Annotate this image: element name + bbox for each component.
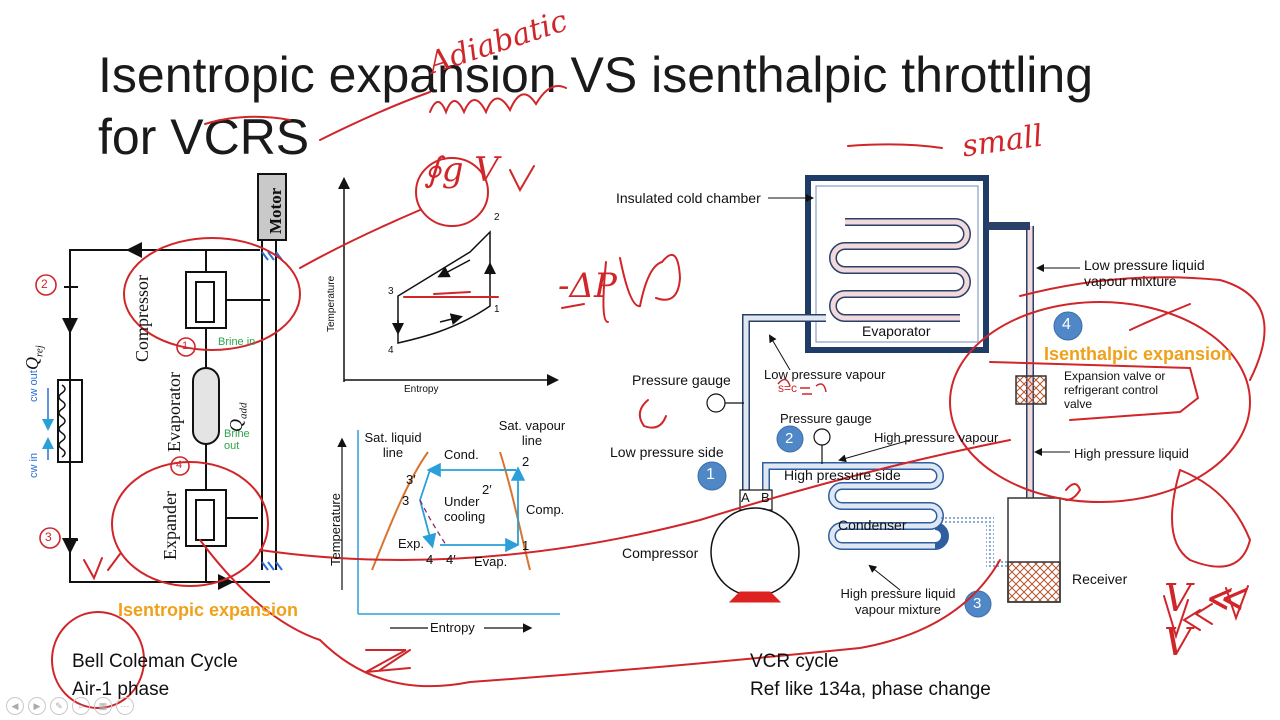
ratio-annotation: V ≪ V bbox=[1164, 576, 1244, 664]
delta-p-annotation: -ΔP bbox=[558, 266, 617, 306]
ts-air-point-2: 2 bbox=[494, 212, 500, 223]
ts-vcr-point-1: 1 bbox=[522, 538, 530, 553]
state-marker-3: 3 bbox=[973, 595, 982, 612]
brine-out-label: Brine out bbox=[224, 428, 250, 452]
state-number: 4 bbox=[176, 459, 183, 471]
isenthalpic-heading: Isenthalpic expansion bbox=[1044, 344, 1233, 364]
motor-label: Motor bbox=[262, 176, 286, 236]
zoom-button[interactable]: ⌕ bbox=[72, 697, 90, 715]
cw-out-label: cw out bbox=[28, 370, 40, 402]
sat-liquid-label: Sat. liquid line bbox=[364, 430, 422, 460]
q-rej-sub: rej bbox=[33, 345, 46, 357]
evaporator-label: Evaporator bbox=[862, 323, 931, 339]
ts-vcr-point-2p: 2′ bbox=[482, 482, 492, 497]
high-pressure-vapour-label: High pressure vapour bbox=[874, 430, 999, 445]
ts-vcr-xlabel: Entropy bbox=[430, 620, 475, 635]
exp-label: Exp. bbox=[398, 536, 425, 551]
ts-air-point-1: 1 bbox=[494, 304, 500, 315]
cond-label: Cond. bbox=[444, 447, 479, 462]
pressure-gauge-mid-label: Pressure gauge bbox=[780, 411, 872, 426]
red-ink-annotations bbox=[51, 85, 1266, 709]
cw-in-label: cw in bbox=[28, 452, 40, 478]
compressor-label: Compressor bbox=[132, 275, 152, 362]
more-options-button[interactable]: ⋯ bbox=[116, 697, 134, 715]
state-marker-4: 4 bbox=[1062, 316, 1071, 333]
ts-air-point-3: 3 bbox=[388, 286, 394, 297]
motor-text: Motor bbox=[266, 187, 285, 234]
low-pressure-side-label: Low pressure side bbox=[610, 444, 724, 460]
sat-vapour-label: Sat. vapour line bbox=[498, 418, 566, 448]
vcr-system bbox=[706, 175, 1080, 603]
lp-liquid-vapour-label: Low pressure liquid vapour mixture bbox=[1084, 257, 1205, 289]
s-c-annotation: s=c bbox=[778, 381, 798, 395]
q-rej-symbol: Q bbox=[22, 357, 42, 370]
q-rej-label: Qrej bbox=[22, 345, 46, 370]
ts-vcr-ylabel: Temperature bbox=[328, 493, 343, 566]
bell-coleman-schematic bbox=[57, 173, 287, 590]
ts-air-ylabel: Temperature bbox=[326, 275, 337, 332]
evaporator-label: Evaporator bbox=[164, 372, 184, 452]
pressure-gauge-left-label: Pressure gauge bbox=[632, 372, 731, 388]
state-number: 2 bbox=[41, 277, 48, 291]
state-number: 3 bbox=[45, 530, 52, 544]
ts-vcr-point-2: 2 bbox=[522, 454, 530, 469]
vcr-caption-2: Ref like 134a, phase change bbox=[750, 679, 991, 700]
comp-label: Comp. bbox=[526, 502, 565, 517]
ts-vcr-chart bbox=[337, 430, 560, 633]
high-pressure-side-label: High pressure side bbox=[784, 467, 901, 483]
vcr-compressor-label: Compressor bbox=[622, 545, 699, 561]
prev-slide-button[interactable]: ◀ bbox=[6, 697, 24, 715]
bell-coleman-caption-2: Air-1 phase bbox=[72, 679, 170, 700]
high-pressure-liquid-label: High pressure liquid bbox=[1074, 446, 1189, 461]
brine-in-label: Brine in bbox=[218, 336, 256, 348]
port-b-label: B bbox=[761, 490, 770, 505]
evap-label: Evap. bbox=[474, 554, 508, 569]
expander-label: Expander bbox=[160, 491, 180, 560]
ts-vcr-point-4: 4 bbox=[426, 552, 434, 567]
low-pressure-vapour-label: Low pressure vapour bbox=[764, 367, 886, 382]
condenser-label: Condenser bbox=[838, 517, 907, 533]
state-marker-2: 2 bbox=[785, 430, 794, 447]
slide-title-line1: Isentropic expansion VS isenthalpic thro… bbox=[98, 47, 1094, 103]
slides-grid-button[interactable]: ▦ bbox=[94, 697, 112, 715]
ts-vcr-point-3p: 3′ bbox=[406, 472, 416, 487]
bell-coleman-caption-1: Bell Coleman Cycle bbox=[72, 651, 238, 672]
next-slide-button[interactable]: ▶ bbox=[28, 697, 46, 715]
receiver-label: Receiver bbox=[1072, 571, 1128, 587]
state-marker-1: 1 bbox=[706, 466, 715, 483]
pen-tool-button[interactable]: ✎ bbox=[50, 697, 68, 715]
insulated-chamber-label: Insulated cold chamber bbox=[616, 190, 761, 206]
state-number: 1 bbox=[182, 340, 189, 352]
ts-vcr-point-3: 3 bbox=[402, 493, 410, 508]
pv-annotation: ∮g V bbox=[424, 150, 499, 190]
port-a-label: A bbox=[741, 490, 750, 505]
vcr-caption-1: VCR cycle bbox=[750, 651, 839, 672]
ts-air-chart bbox=[338, 177, 559, 386]
under-cooling-label: Under cooling bbox=[444, 494, 486, 524]
ts-air-xlabel: Entropy bbox=[404, 384, 439, 395]
bell-state-circles bbox=[35, 274, 196, 549]
expansion-valve-label: Expansion valve or refrigerant control v… bbox=[1064, 369, 1166, 411]
q-add-sub: add bbox=[237, 402, 250, 420]
ts-vcr-point-4p: 4′ bbox=[446, 552, 456, 567]
hp-liquid-vapour-label: High pressure liquid vapour mixture bbox=[840, 586, 956, 617]
isentropic-heading: Isentropic expansion bbox=[118, 600, 299, 620]
ts-air-point-4: 4 bbox=[388, 345, 394, 356]
